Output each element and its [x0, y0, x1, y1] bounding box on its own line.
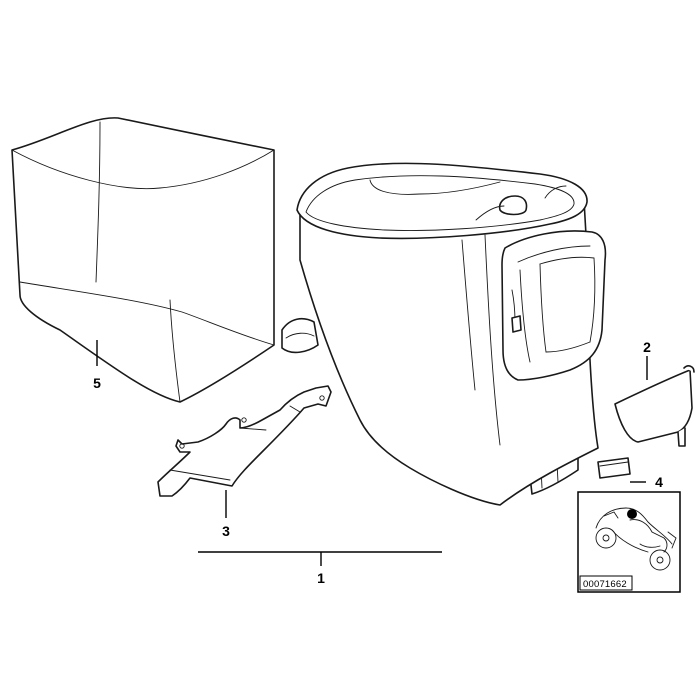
callout-4: 4	[655, 474, 663, 490]
location-marker-dot	[627, 509, 637, 519]
case-part-1	[281, 162, 607, 506]
callout-5: 5	[93, 375, 101, 391]
motorcycle-locator-inset: 00071662	[577, 491, 681, 593]
callout-3: 3	[222, 523, 230, 539]
cover-plate-part-2	[614, 365, 695, 447]
liner-bag-part-5	[11, 117, 275, 403]
bracket-part-3	[157, 385, 332, 497]
motorcycle-icon	[595, 507, 677, 571]
callout-1: 1	[317, 570, 325, 586]
leader-lines	[96, 340, 648, 566]
callout-2: 2	[643, 339, 651, 355]
pad-part-4	[597, 457, 631, 479]
inset-reference-code: 00071662	[583, 579, 627, 590]
